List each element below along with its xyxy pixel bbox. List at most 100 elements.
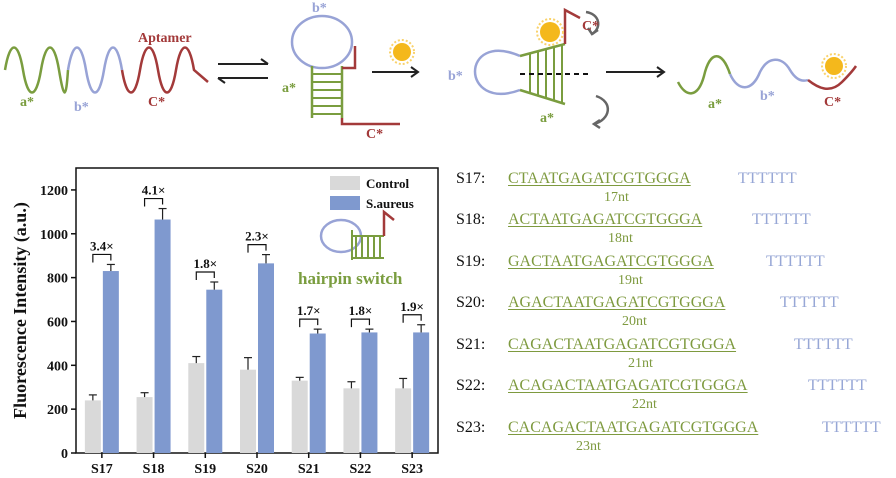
linear-probe-c-segment	[120, 46, 209, 94]
target-sun-icon	[389, 39, 415, 65]
sequence-length: 22nt	[632, 397, 657, 412]
released-c-segment	[807, 65, 858, 90]
opened-loop	[473, 49, 521, 96]
opened-arm-lower	[519, 88, 566, 106]
sequence-tail: TTTTTT	[822, 419, 881, 436]
fold-label: 1.9×	[400, 299, 424, 314]
inset-label: hairpin switch	[298, 269, 403, 288]
label-c-released: C*	[824, 95, 841, 110]
label-b-released: b*	[760, 89, 775, 104]
fold-label: 4.1×	[142, 183, 166, 198]
rotation-arrow-bottom	[593, 94, 609, 126]
arrow-binding	[372, 66, 420, 78]
fold-label: 1.7×	[297, 303, 321, 318]
bound-sun-icon	[536, 18, 564, 46]
hairpin-structure: b* a* C*	[282, 1, 400, 140]
sequence-tail: TTTTTT	[738, 170, 797, 187]
fold-label: 3.4×	[90, 238, 114, 253]
bar-control	[188, 363, 205, 453]
fold-label: 1.8×	[193, 256, 217, 271]
fold-annotations: 3.4×4.1×1.8×2.3×1.7×1.8×1.9×	[90, 183, 424, 328]
sequence-core: AGACTAATGAGATCGTGGGA	[508, 294, 726, 311]
label-a-released: a*	[708, 97, 722, 112]
sequence-name: S17:	[456, 170, 486, 187]
opened-arm-upper	[519, 42, 566, 58]
label-a-opened: a*	[540, 111, 554, 126]
sequence-length: 20nt	[622, 314, 647, 329]
arrow-release	[606, 66, 666, 78]
y-tick-label: 800	[47, 272, 68, 287]
chart-legend: Control S.aureus	[330, 176, 414, 211]
y-tick-label: 1200	[40, 184, 68, 199]
label-b-opened: b*	[448, 69, 463, 84]
bar-control	[343, 388, 360, 453]
fold-bracket	[402, 314, 422, 323]
sequence-length: 19nt	[618, 273, 643, 288]
bar-control	[136, 397, 153, 453]
bar-saureus	[413, 332, 430, 453]
sequence-core: GACTAATGAGATCGTGGGA	[508, 253, 714, 270]
released-sun-icon	[821, 53, 847, 79]
y-tick-label: 1000	[40, 228, 68, 243]
x-tick-label: S18	[143, 462, 165, 477]
label-c-linear: C*	[148, 95, 165, 110]
hairpin-tail-lower	[340, 118, 400, 126]
sequence-name: S20:	[456, 294, 486, 311]
legend-swatch-control	[330, 176, 360, 190]
opened-tail-c	[563, 7, 581, 44]
equilibrium-arrows	[217, 58, 269, 84]
sequence-length: 18nt	[608, 231, 633, 246]
sequence-length: 23nt	[576, 439, 601, 454]
x-tick-label: S22	[350, 462, 372, 477]
label-a-hairpin: a*	[282, 81, 296, 96]
x-tick-label: S23	[401, 462, 423, 477]
bar-saureus	[361, 332, 378, 453]
fold-bracket	[299, 318, 319, 328]
bar-control	[395, 388, 412, 453]
released-b-segment	[728, 58, 809, 89]
y-axis-label: Fluorescence Intensity (a.u.)	[10, 202, 31, 419]
y-tick-label: 400	[47, 359, 68, 374]
sequence-core: ACAGACTAATGAGATCGTGGGA	[508, 377, 748, 394]
released-a-segment	[676, 55, 732, 95]
label-a-linear: a*	[20, 95, 34, 110]
chart-bars	[84, 207, 430, 453]
y-tick-label: 0	[61, 447, 68, 462]
fold-bracket	[92, 253, 112, 263]
legend-swatch-saureus	[330, 196, 360, 210]
label-c-hairpin: C*	[366, 127, 383, 140]
released-strand: a* b* C*	[676, 53, 858, 112]
y-tick-label: 200	[47, 403, 68, 418]
linear-probe-b-segment	[66, 46, 124, 94]
fold-bracket	[143, 197, 164, 207]
bar-control	[240, 369, 256, 453]
sequence-core: CACAGACTAATGAGATCGTGGGA	[508, 419, 759, 436]
sequence-core: ACTAATGAGATCGTGGGA	[508, 211, 703, 228]
sequence-list: S17: CTAATGAGATCGTGGGA TTTTTT 17nt S18: …	[456, 170, 896, 470]
sequence-length: 17nt	[604, 190, 629, 205]
sequence-core: CAGACTAATGAGATCGTGGGA	[508, 336, 737, 353]
x-tick-label: S17	[91, 462, 113, 477]
y-tick-label: 600	[47, 315, 68, 330]
sequence-tail: TTTTTT	[780, 294, 839, 311]
label-b-linear: b*	[74, 100, 89, 115]
x-tick-label: S19	[194, 462, 216, 477]
sequence-core: CTAATGAGATCGTGGGA	[508, 170, 691, 187]
bar-saureus	[154, 219, 171, 453]
hairpin-switch-inset: hairpin switch	[298, 209, 403, 288]
aptamer-label: Aptamer	[138, 31, 192, 46]
fold-label: 2.3×	[245, 229, 269, 244]
sequence-name: S23:	[456, 419, 486, 436]
fold-bracket	[195, 271, 215, 280]
sequence-tail: TTTTTT	[808, 377, 867, 394]
label-b-hairpin: b*	[312, 1, 327, 16]
sequence-tail: TTTTTT	[766, 253, 825, 270]
sequence-length: 21nt	[628, 356, 653, 371]
bar-control	[291, 380, 308, 453]
sequence-name: S19:	[456, 253, 486, 270]
x-tick-label: S20	[246, 462, 268, 477]
sequence-tail: TTTTTT	[752, 211, 811, 228]
hairpin-loop	[290, 14, 354, 70]
